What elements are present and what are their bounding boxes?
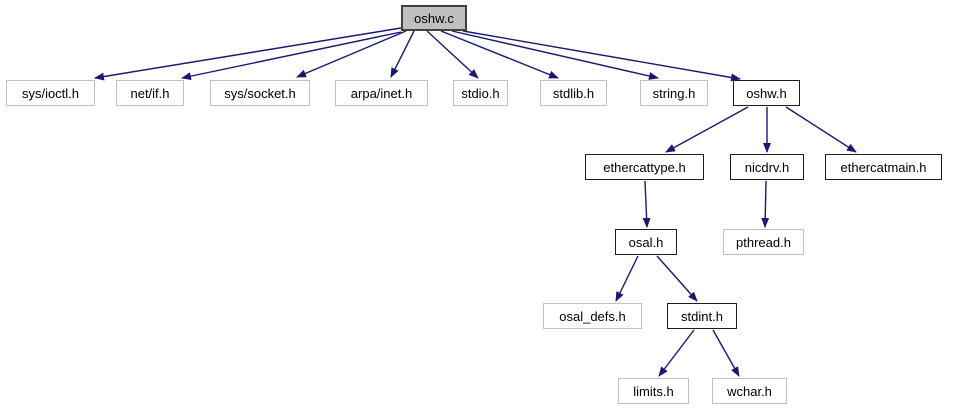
node-label: stdint.h — [681, 308, 723, 324]
node-stdio_h: stdio.h — [453, 80, 508, 106]
node-label: pthread.h — [736, 234, 791, 250]
node-nicdrv_h[interactable]: nicdrv.h — [730, 154, 804, 180]
node-sys_ioctl_h: sys/ioctl.h — [6, 80, 95, 106]
node-stdint_h[interactable]: stdint.h — [667, 303, 737, 329]
node-pthread_h: pthread.h — [723, 229, 804, 255]
node-label: oshw.c — [414, 10, 454, 26]
node-limits_h: limits.h — [618, 378, 689, 404]
edge-oshw_c-to-sys_ioctl_h — [94, 27, 402, 81]
node-osal_defs_h: osal_defs.h — [543, 303, 642, 329]
node-stdlib_h: stdlib.h — [540, 80, 607, 106]
node-label: ethercatmain.h — [840, 159, 927, 175]
edge-oshw_c-to-stdlib_h — [440, 30, 559, 79]
node-label: osal_defs.h — [559, 308, 626, 324]
edge-osal_h-to-osal_defs_h — [615, 255, 639, 302]
node-label: stdlib.h — [552, 85, 595, 101]
node-wchar_h: wchar.h — [712, 378, 787, 404]
node-label: oshw.h — [746, 85, 787, 101]
edge-nicdrv_h-to-pthread_h — [761, 180, 770, 228]
edge-stdint_h-to-wchar_h — [712, 329, 740, 377]
edge-oshw_c-to-arpa_inet_h — [390, 30, 415, 78]
node-label: limits.h — [633, 383, 674, 399]
node-label: ethercattype.h — [603, 159, 686, 175]
node-osal_h[interactable]: osal.h — [615, 229, 677, 255]
node-label: osal.h — [628, 234, 664, 250]
node-string_h: string.h — [640, 80, 708, 106]
node-sys_socket_h: sys/socket.h — [210, 80, 310, 106]
node-oshw_c: oshw.c — [401, 5, 467, 31]
node-net_if_h: net/if.h — [116, 80, 184, 106]
edge-oshw_h-to-ethercatmain_h — [785, 106, 857, 153]
edge-oshw_c-to-sys_socket_h — [296, 30, 407, 78]
edge-stdint_h-to-limits_h — [658, 329, 695, 377]
edge-oshw_c-to-stdio_h — [426, 30, 479, 79]
node-label: string.h — [652, 85, 696, 101]
node-ethercattype_h[interactable]: ethercattype.h — [585, 154, 704, 180]
node-label: net/if.h — [130, 85, 170, 101]
edge-osal_h-to-stdint_h — [656, 255, 698, 302]
node-label: stdio.h — [461, 85, 500, 101]
node-oshw_h[interactable]: oshw.h — [733, 80, 800, 106]
node-label: sys/ioctl.h — [21, 85, 80, 101]
node-arpa_inet_h: arpa/inet.h — [335, 80, 428, 106]
node-ethercatmain_h[interactable]: ethercatmain.h — [825, 154, 942, 180]
node-label: wchar.h — [727, 383, 772, 399]
node-label: arpa/inet.h — [350, 85, 413, 101]
node-label: sys/socket.h — [224, 85, 296, 101]
edge-oshw_c-to-string_h — [451, 30, 659, 80]
edge-oshw_c-to-net_if_h — [181, 31, 402, 81]
edge-oshw_c-to-oshw_h — [462, 30, 741, 82]
node-label: nicdrv.h — [744, 159, 790, 175]
edge-ethercattype_h-to-osal_h — [642, 180, 651, 228]
edge-oshw_h-to-ethercattype_h — [665, 106, 749, 153]
